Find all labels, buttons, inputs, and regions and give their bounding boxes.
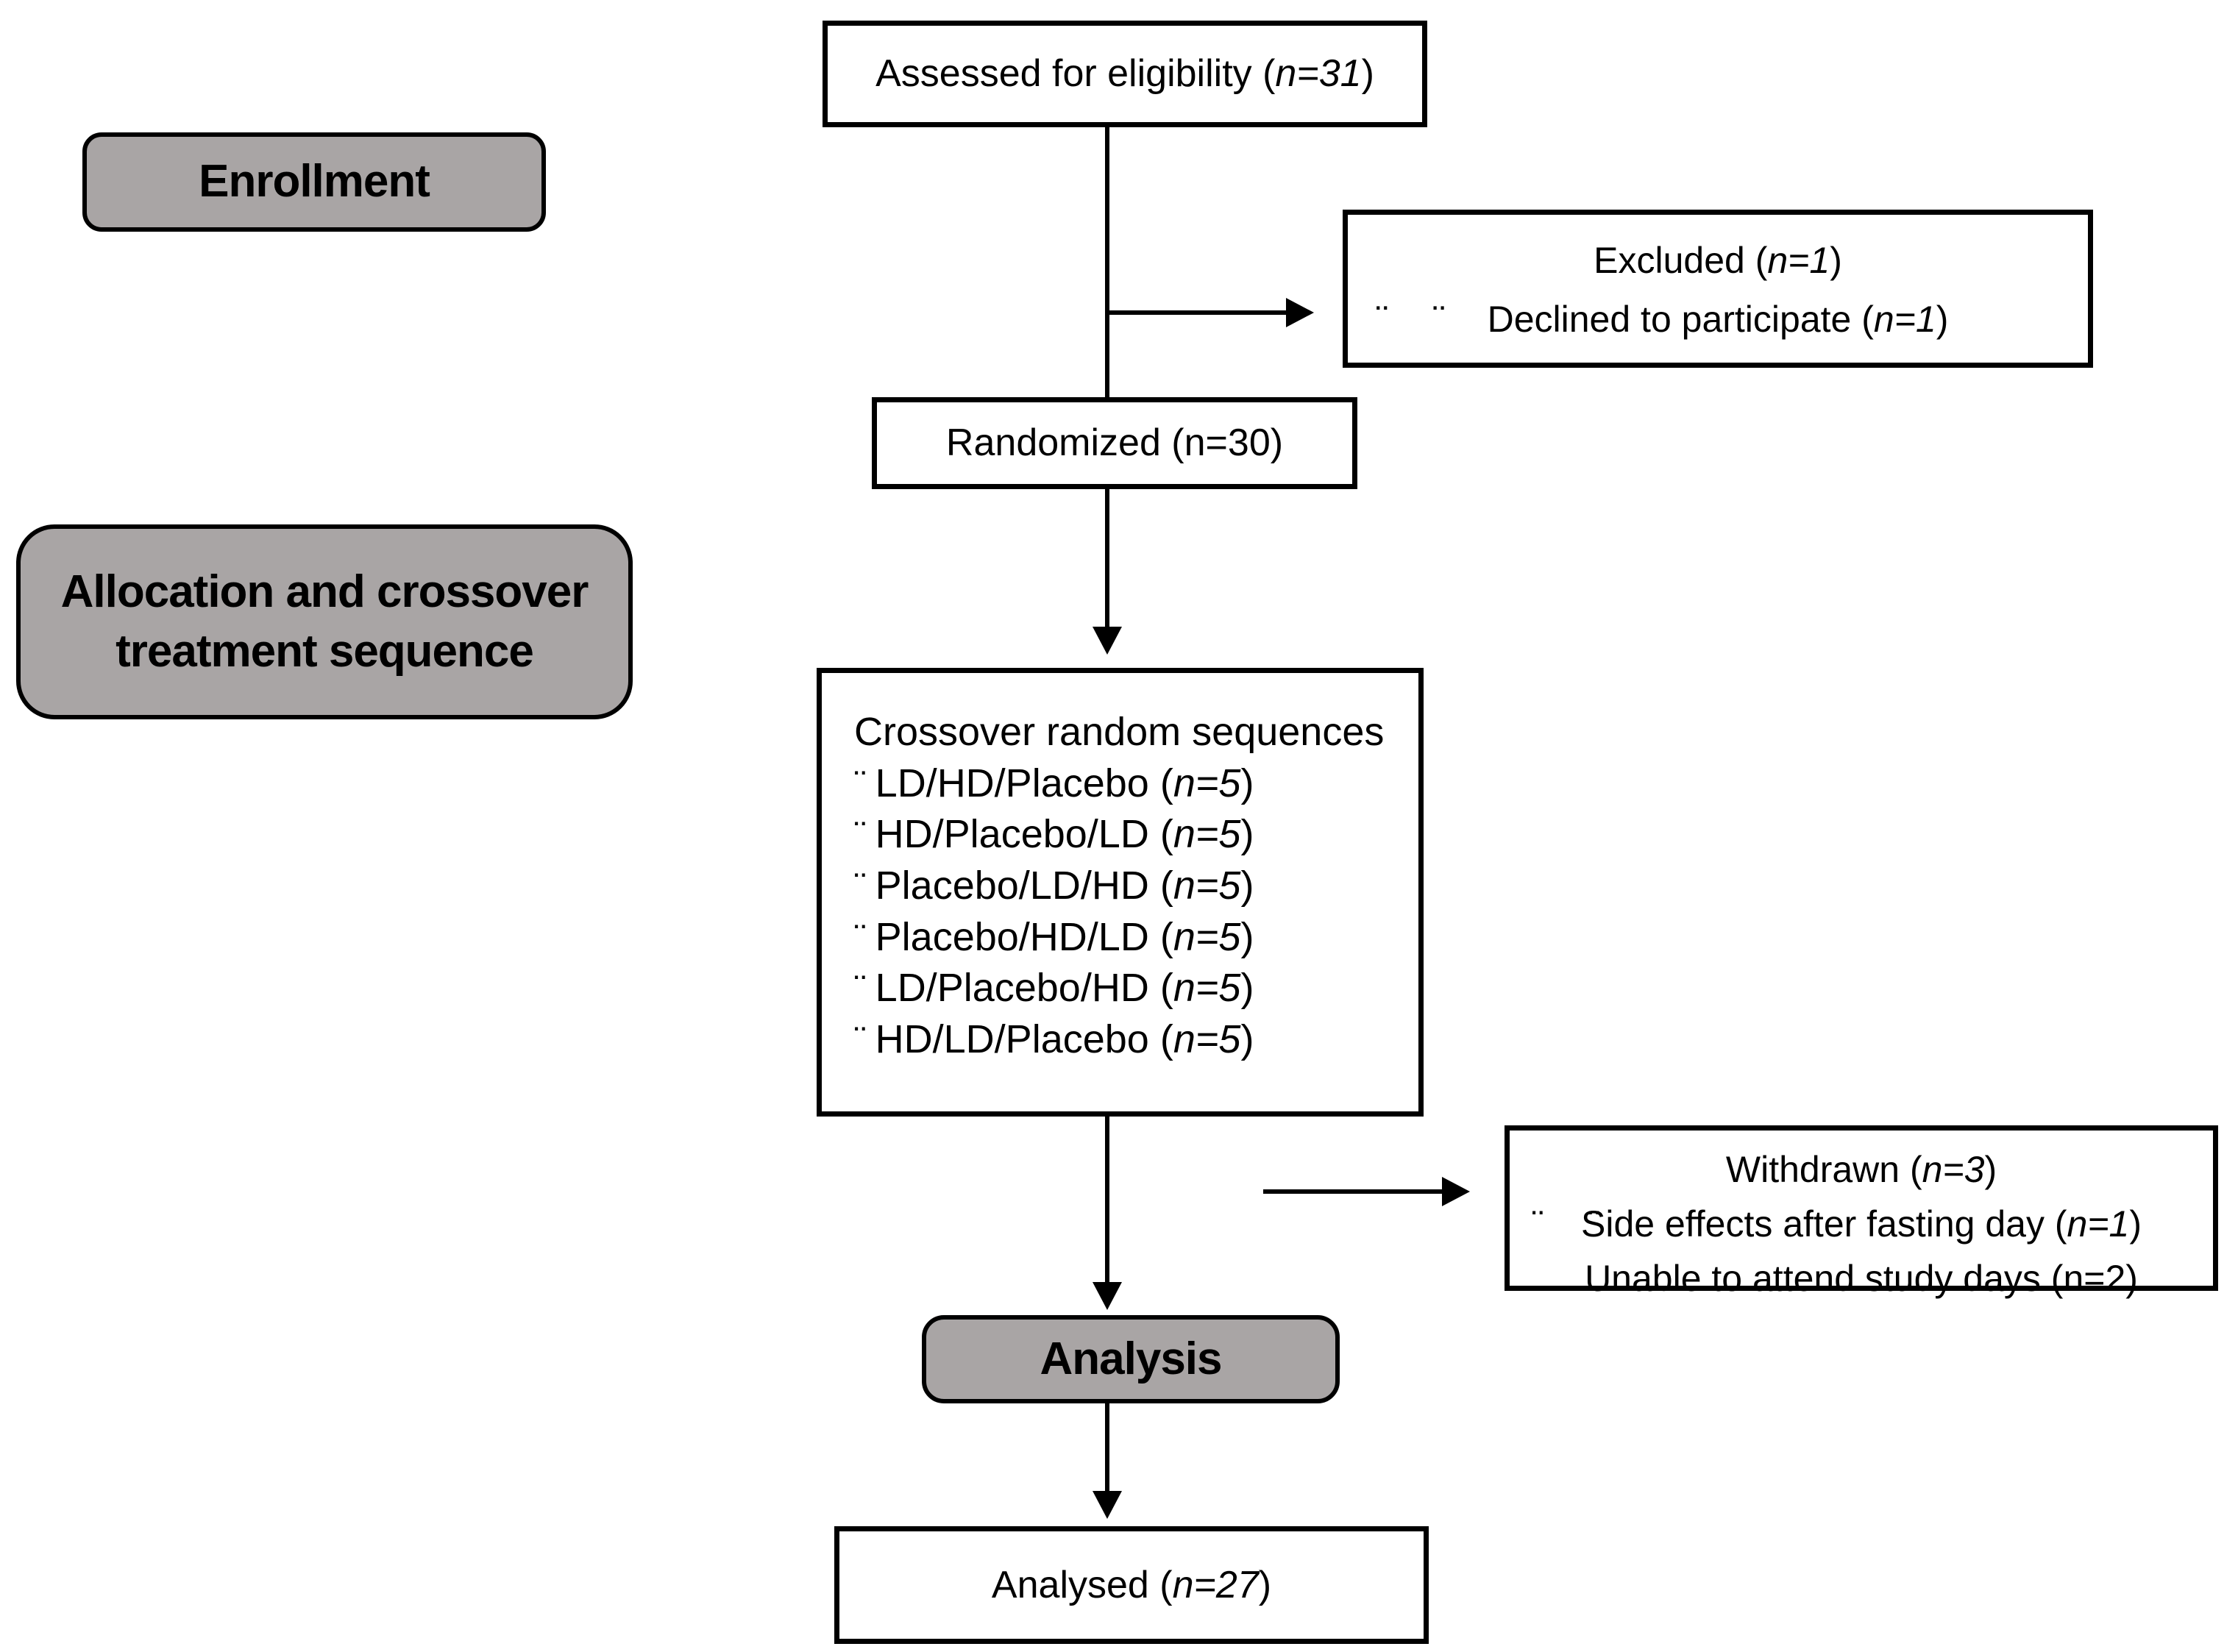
arrowhead-right-withdrawn-icon — [1442, 1177, 1470, 1206]
enrollment-stage-text: Enrollment — [199, 156, 430, 207]
bullet-icon: ¨ — [854, 865, 867, 907]
excluded-item-text: Declined to participate (n=1) — [1487, 299, 1949, 340]
withdrawn-box: Withdrawn (n=3) ¨¨ Side effects after fa… — [1505, 1125, 2218, 1299]
arrowhead-down-analysis-icon — [1093, 1282, 1122, 1310]
bullet-icon: ¨ — [854, 814, 867, 856]
excluded-box: Excluded (n=1) ¨¨ Declined to participat… — [1343, 210, 2093, 368]
arrowhead-down-analysed-icon — [1093, 1491, 1122, 1519]
allocation-stage-label: Allocation and crossover treatment seque… — [16, 524, 633, 719]
line-branch-to-withdrawn — [1263, 1189, 1443, 1194]
randomized-box: Randomized (n=30) — [872, 397, 1357, 489]
randomized-text: Randomized (n=30) — [945, 421, 1284, 465]
analysed-box: Analysed (n=27) — [834, 1526, 1429, 1644]
bullet-icon: ¨ — [854, 1019, 867, 1061]
bullet-icon: ¨ — [854, 968, 867, 1010]
crossover-item: ¨HD/LD/Placebo (n=5) — [854, 1017, 1254, 1061]
analysed-text: Analysed (n=27) — [991, 1563, 1272, 1606]
crossover-content: Crossover random sequences ¨LD/HD/Placeb… — [822, 673, 1418, 1111]
line-analysis-to-analysed — [1105, 1403, 1109, 1493]
crossover-box: Crossover random sequences ¨LD/HD/Placeb… — [817, 668, 1424, 1117]
bullet-icon: ¨ — [854, 916, 867, 958]
analysis-stage-text: Analysis — [1040, 1333, 1222, 1384]
line-crossover-to-analysis — [1105, 1117, 1109, 1284]
excluded-item-row: ¨¨ Declined to participate (n=1) — [1348, 290, 2088, 349]
withdrawn-title: Withdrawn (n=3) — [1725, 1149, 1997, 1190]
bullet-icon: ¨ — [854, 763, 867, 805]
line-assessed-to-randomized — [1105, 127, 1109, 397]
bullet-icon: ¨¨ — [1376, 299, 1490, 341]
crossover-title: Crossover random sequences — [854, 710, 1385, 754]
withdrawn-item1-row: ¨¨ Side effects after fasting day (n=1) — [1510, 1197, 2213, 1251]
bullet-icon: ¨¨ — [1532, 1203, 1645, 1245]
withdrawn-item2-text: Unable to attend study days (n=2) — [1585, 1258, 2138, 1299]
allocation-stage-text-line1: Allocation and crossover — [60, 566, 589, 617]
crossover-item: ¨LD/HD/Placebo (n=5) — [854, 761, 1254, 805]
excluded-title: Excluded (n=1) — [1594, 240, 1842, 281]
allocation-stage-text-line2: treatment sequence — [116, 625, 534, 677]
crossover-item: ¨Placebo/LD/HD (n=5) — [854, 863, 1254, 908]
crossover-item: ¨HD/Placebo/LD (n=5) — [854, 812, 1254, 857]
enrollment-stage-label: Enrollment — [82, 132, 546, 232]
assessed-box: Assessed for eligibility (n=31) — [823, 21, 1427, 127]
arrowhead-down-crossover-icon — [1093, 627, 1122, 655]
analysis-stage-label: Analysis — [922, 1315, 1340, 1403]
arrowhead-right-excluded-icon — [1286, 298, 1314, 327]
assessed-text: Assessed for eligibility (n=31) — [875, 52, 1374, 96]
crossover-item: ¨LD/Placebo/HD (n=5) — [854, 966, 1254, 1011]
line-branch-to-excluded — [1107, 310, 1287, 315]
line-randomized-to-crossover — [1105, 489, 1109, 629]
withdrawn-item1-text: Side effects after fasting day (n=1) — [1580, 1203, 2142, 1245]
crossover-item: ¨Placebo/HD/LD (n=5) — [854, 914, 1254, 959]
